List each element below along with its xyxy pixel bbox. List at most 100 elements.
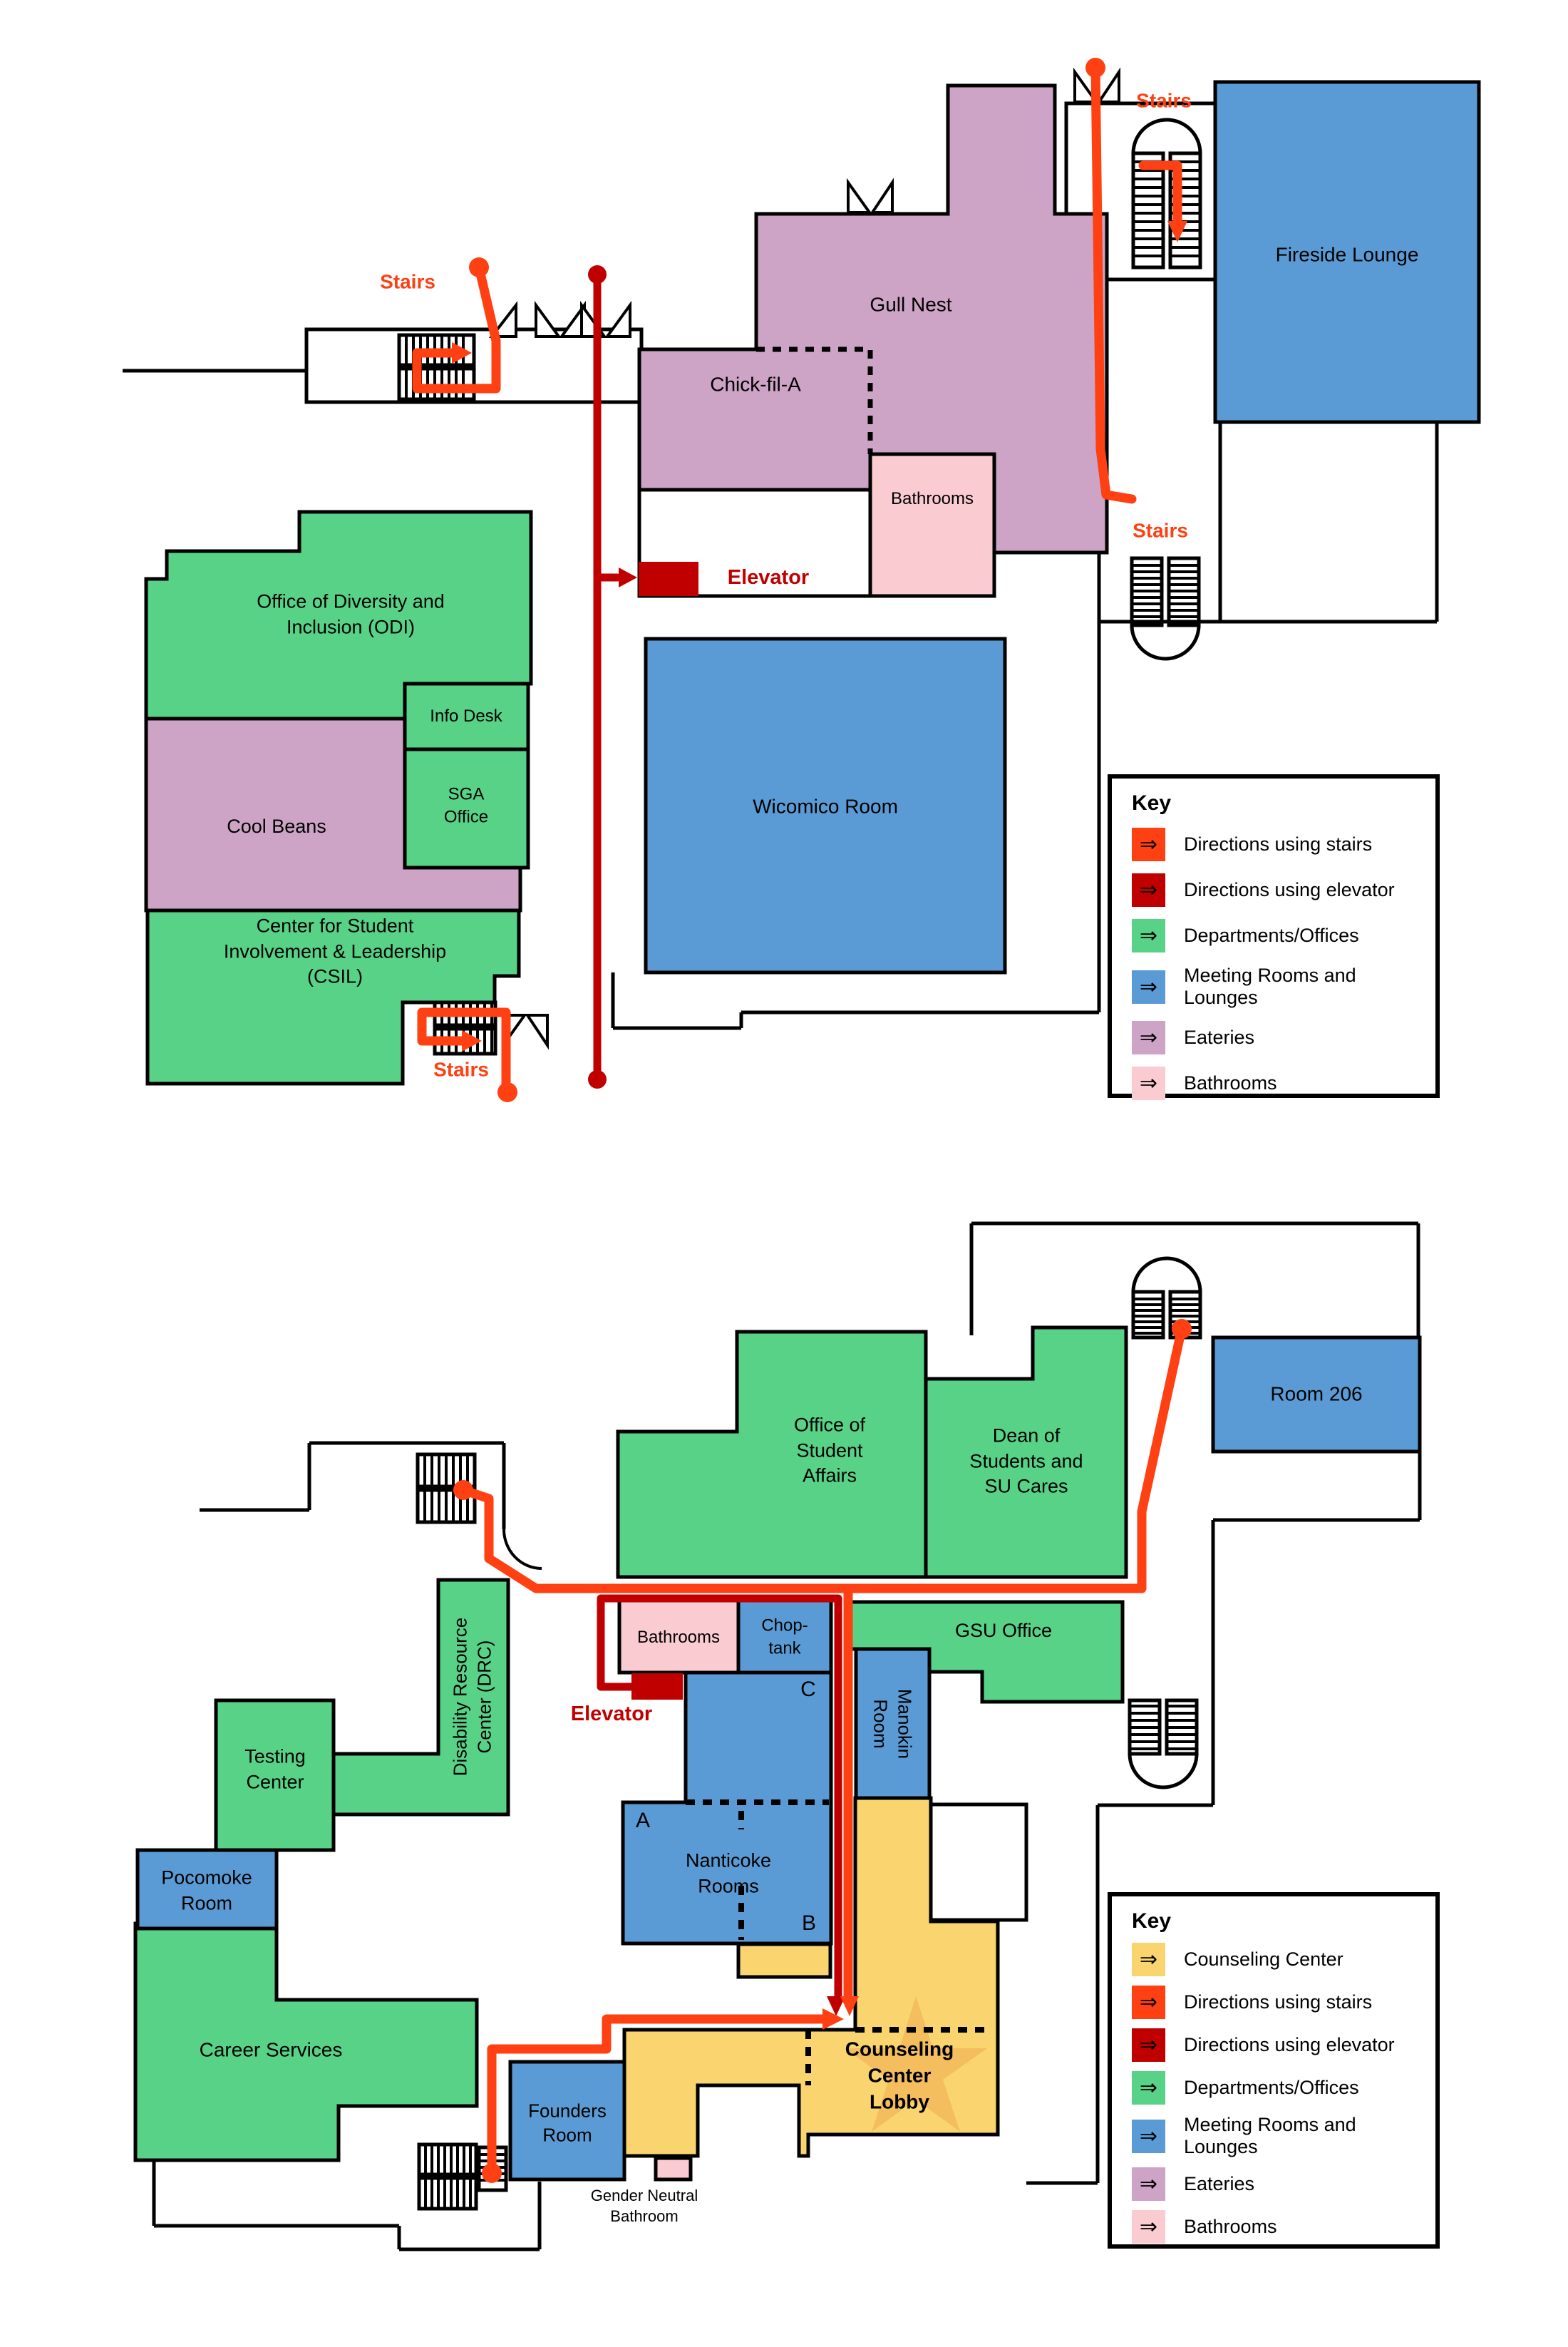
nanticoke-dotted-dividers [686, 1799, 829, 1940]
room-label-nanticoke-c: C [800, 1678, 816, 1702]
room-label-fireside: Fireside Lounge [1275, 243, 1419, 266]
stairs-icon-f2-top [1131, 1256, 1202, 1340]
room-label-choptank: Chop- tank [761, 1616, 808, 1658]
key1-item-eateries: ⇒ Eateries [1132, 1021, 1428, 1054]
room-founders [508, 2060, 626, 2182]
elevator-f2 [631, 1673, 683, 1700]
key2-item-meeting-rooms: ⇒ Meeting Rooms and Lounges [1132, 2114, 1428, 2158]
lobby-star [845, 1996, 987, 2132]
meeting-rooms-swatch-icon: ⇒ [1132, 2119, 1165, 2153]
room-label-nanticoke-a: A [635, 1809, 651, 1833]
key2-item-counseling: ⇒ Counseling Center [1132, 1943, 1428, 1976]
key2-label-1: Directions using stairs [1184, 1991, 1373, 2013]
room-label-bathrooms-f2: Bathrooms [636, 1628, 721, 1648]
room-label-bathrooms-f1: Bathrooms [890, 489, 974, 509]
room-label-osa: Office of Student Affairs [793, 1414, 866, 1486]
elevator-label-f1: Elevator [727, 565, 810, 589]
room-label-206: Room 206 [1270, 1382, 1363, 1405]
room-bathrooms-f2 [617, 1598, 741, 1675]
stairs-icon-f1-top-right [1131, 118, 1202, 269]
room-label-odi: Office of Diversity and Inclusion (ODI) [257, 590, 445, 637]
room-label-wicomico: Wicomico Room [753, 795, 898, 818]
key1-item-elevator: ⇒ Directions using elevator [1132, 873, 1428, 907]
elevator-route-swatch-icon: ⇒ [1132, 873, 1165, 907]
route-stairs [412, 63, 1187, 2178]
counseling-swatch-icon: ⇒ [1132, 1943, 1165, 1976]
route-stairs-ends [452, 58, 1192, 2183]
key1-label-0: Directions using stairs [1184, 833, 1373, 855]
room-label-gender-neutral-bathroom: Gender Neutral Bathroom [590, 2186, 698, 2225]
room-label-counseling-lobby: Counseling Center Lobby [845, 2038, 954, 2113]
key2-label-4: Meeting Rooms and Lounges [1184, 2114, 1356, 2157]
bathrooms-swatch-icon: ⇒ [1132, 1067, 1165, 1100]
key2-label-5: Eateries [1184, 2173, 1255, 2194]
departments-swatch-icon: ⇒ [1132, 2071, 1165, 2105]
elevator-label-f2: Elevator [570, 1702, 653, 1725]
key2-label-2: Directions using elevator [1184, 2034, 1395, 2055]
stairs-icon-f2-right [1128, 1698, 1199, 1789]
key2-label-3: Departments/Offices [1184, 2077, 1359, 2098]
room-drc [331, 1578, 510, 1817]
stairs-label-f1-right: Stairs [1133, 519, 1188, 542]
room-label-info-desk: Info Desk [430, 707, 502, 726]
room-pocomoke [135, 1848, 279, 1931]
key2-item-elevator: ⇒ Directions using elevator [1132, 2028, 1428, 2062]
room-label-pocomoke: Pocomoke Room [161, 1866, 252, 1914]
key1-item-stairs: ⇒ Directions using stairs [1132, 828, 1428, 861]
room-fireside-lounge [1213, 80, 1481, 424]
route-elevator-ends [588, 265, 845, 2016]
room-wicomico [644, 637, 1007, 975]
room-office-student-affairs [616, 1330, 928, 1579]
key1-item-meeting-rooms: ⇒ Meeting Rooms and Lounges [1132, 965, 1428, 1009]
key-floor1: Key ⇒ Directions using stairs ⇒ Directio… [1108, 774, 1440, 1100]
key2-item-bathrooms: ⇒ Bathrooms [1132, 2210, 1428, 2244]
room-gender-neutral-bathroom [654, 2156, 693, 2182]
key2-item-eateries: ⇒ Eateries [1132, 2167, 1428, 2201]
route-elevator [593, 270, 842, 2001]
key2-item-stairs: ⇒ Directions using stairs [1132, 1986, 1428, 2019]
room-label-drc: Disability Resource Center (DRC) [449, 1617, 495, 1777]
room-dean-of-students [924, 1325, 1128, 1579]
room-label-csil: Center for Student Involvement & Leaders… [223, 915, 447, 987]
key1-item-bathrooms: ⇒ Bathrooms [1132, 1067, 1428, 1100]
door-arc [502, 1529, 542, 1570]
key1-label-3: Meeting Rooms and Lounges [1184, 965, 1356, 1008]
eateries-swatch-icon: ⇒ [1132, 2167, 1165, 2201]
room-label-nanticoke: Nanticoke Rooms [685, 1849, 772, 1896]
departments-swatch-icon: ⇒ [1132, 919, 1165, 952]
stairs-icon-f1-right [1130, 556, 1201, 661]
room-nanticoke [621, 1670, 833, 1946]
room-label-dean: Dean of Students and SU Cares [969, 1424, 1083, 1497]
room-label-nanticoke-b: B [801, 1911, 817, 1936]
meeting-rooms-swatch-icon: ⇒ [1132, 970, 1165, 1004]
stairs-route-swatch-icon: ⇒ [1132, 1986, 1165, 2019]
key1-label-2: Departments/Offices [1184, 925, 1359, 946]
key1-title: Key [1132, 791, 1172, 815]
room-bathrooms-f1 [868, 452, 996, 598]
key2-label-0: Counseling Center [1184, 1948, 1343, 1970]
room-label-founders: Founders Room [528, 2100, 607, 2146]
room-testing-center [214, 1698, 336, 1852]
room-label-cool-beans: Cool Beans [227, 816, 326, 838]
chick-fil-a-dotted-boundary [756, 346, 873, 454]
room-206 [1211, 1335, 1422, 1454]
stairs-icon-f2-top-left [416, 1452, 477, 1524]
stairs-route-swatch-icon: ⇒ [1132, 828, 1165, 861]
room-label-gsu: GSU Office [954, 1620, 1053, 1642]
room-counseling-annex [736, 1942, 832, 1979]
room-chick-fil-a [639, 349, 870, 490]
key1-item-departments: ⇒ Departments/Offices [1132, 919, 1428, 952]
room-label-career: Career Services [199, 2038, 343, 2061]
room-career-services [133, 1921, 479, 2162]
stairs-label-f1-bottom: Stairs [433, 1058, 489, 1081]
room-label-testing: Testing Center [244, 1745, 306, 1792]
eateries-swatch-icon: ⇒ [1132, 1021, 1165, 1054]
key-floor2: Key ⇒ Counseling Center ⇒ Directions usi… [1108, 1892, 1440, 2249]
key1-label-4: Eateries [1184, 1027, 1255, 1048]
key1-label-1: Directions using elevator [1184, 879, 1395, 900]
key1-label-5: Bathrooms [1184, 1072, 1277, 1094]
room-gull-nest [756, 86, 1107, 553]
key2-item-departments: ⇒ Departments/Offices [1132, 2071, 1428, 2105]
